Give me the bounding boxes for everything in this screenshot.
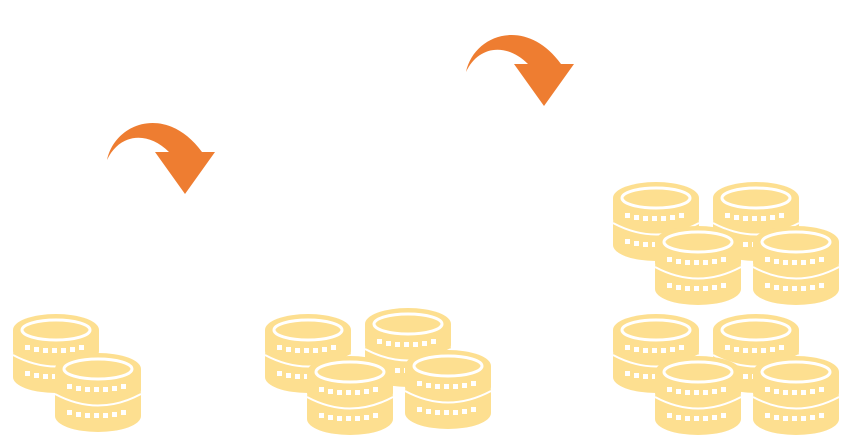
coin-stack-icon [403, 348, 493, 431]
coin-group-large [611, 180, 841, 437]
coin-stack-icon [751, 224, 841, 307]
coin-stack-icon [653, 224, 743, 307]
coin-stack-icon [53, 351, 143, 434]
growth-arrow-1 [107, 123, 215, 194]
growth-arrow-2 [466, 35, 574, 106]
coin-group-medium [263, 306, 493, 437]
coin-group-small [11, 312, 143, 434]
coin-stack-icon [305, 354, 395, 437]
coin-stack-icon [751, 354, 841, 437]
coin-stack-icon [653, 354, 743, 437]
